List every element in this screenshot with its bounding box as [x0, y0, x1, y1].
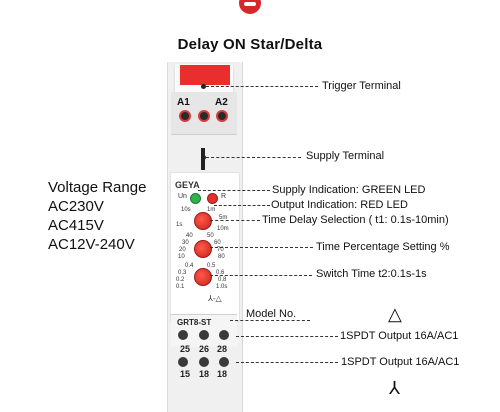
dial2-mark-70: 70 [217, 247, 224, 253]
output-indication-label: Output Indication: RED LED [271, 199, 408, 211]
callout-line-switch-time [210, 275, 312, 276]
output-screw-6 [219, 357, 229, 367]
page-title: Delay ON Star/Delta [177, 36, 323, 53]
dial3-mark-1.0s: 1.0s [216, 284, 228, 290]
terminal-number-25: 25 [180, 344, 191, 354]
terminal-label-a2: A2 [215, 97, 228, 108]
terminal-label-a1: A1 [177, 97, 190, 108]
callout-line-supply-indication [198, 190, 270, 191]
callout-line-output1 [236, 336, 338, 337]
dial3-mark-0.2: 0.2 [176, 277, 185, 283]
output-screw-5 [199, 357, 209, 367]
callout-dot-trigger [201, 84, 206, 89]
relay-red-tab [180, 65, 230, 85]
delta-icon: △ [388, 304, 402, 324]
switch-time-knob[interactable] [194, 268, 212, 286]
terminal-screw-middle [198, 110, 210, 122]
dial3-mark-0.8: 0.8 [218, 277, 227, 283]
output-screw-3 [219, 330, 229, 340]
dial2-mark-50: 50 [207, 233, 214, 239]
dial3-mark-0.6: 0.6 [216, 270, 225, 276]
terminal-number-28: 28 [217, 344, 228, 354]
terminal-number-18a: 18 [199, 369, 210, 379]
callout-line-output2 [236, 362, 338, 363]
voltage-range-heading: Voltage Range [48, 179, 147, 196]
dial3-mark-0.1: 0.1 [176, 284, 185, 290]
output-screw-4 [178, 357, 188, 367]
led-un-label: Un [178, 193, 187, 200]
voltage-value-2: AC415V [48, 217, 104, 234]
supply-indication-label: Supply Indication: GREEN LED [272, 184, 426, 196]
dial2-mark-30: 30 [182, 240, 189, 246]
model-no-label: Model No. [246, 308, 297, 320]
callout-dot-supply [201, 155, 206, 160]
time-percentage-knob[interactable] [194, 240, 212, 258]
callout-line-model [230, 320, 310, 321]
dial2-mark-60: 60 [214, 240, 221, 246]
dial1-mark-10m: 10m [217, 226, 229, 232]
dial3-mark-0.5: 0.5 [207, 263, 216, 269]
output1-label: 1SPDT Output 16A/AC1 [340, 330, 459, 342]
dial2-mark-10: 10 [178, 254, 185, 260]
output-screw-2 [199, 330, 209, 340]
time-percentage-label: Time Percentage Setting % [316, 241, 450, 253]
callout-line-time-delay [210, 220, 260, 221]
red-led-icon [207, 193, 218, 204]
voltage-value-1: AC230V [48, 198, 104, 215]
dial1-mark-1m: 1m [207, 207, 216, 213]
terminal-screw-a1 [179, 110, 191, 122]
terminal-number-18b: 18 [217, 369, 228, 379]
callout-line-supply [206, 157, 301, 158]
star-icon: ⅄ [389, 378, 400, 398]
callout-line-trigger [206, 86, 318, 87]
dial2-mark-80: 80 [218, 254, 225, 260]
supply-terminal-label: Supply Terminal [306, 150, 385, 162]
time-delay-knob[interactable] [194, 212, 212, 230]
terminal-number-15: 15 [180, 369, 191, 379]
voltage-value-3: AC12V-240V [48, 236, 135, 253]
trigger-terminal-label: Trigger Terminal [322, 80, 401, 92]
brand-label: GEYA [175, 180, 200, 190]
callout-line-output-indication [214, 205, 270, 206]
dial3-mark-0.3: 0.3 [178, 270, 187, 276]
dial1-mark-5m: 5m [219, 215, 228, 221]
green-led-icon [190, 193, 201, 204]
dial2-mark-40: 40 [186, 233, 193, 239]
output-screw-1 [178, 330, 188, 340]
brand-logo-partial [239, 0, 261, 14]
dial1-mark-10s: 10s [181, 207, 191, 213]
time-delay-label: Time Delay Selection ( t1: 0.1s-10min) [262, 214, 449, 226]
model-number: GRT8-ST [177, 318, 212, 327]
dial2-mark-20: 20 [179, 247, 186, 253]
terminal-number-26: 26 [199, 344, 210, 354]
callout-line-time-percentage [210, 247, 313, 248]
star-delta-symbol: ⅄-△ [208, 294, 222, 303]
switch-time-label: Switch Time t2:0.1s-1s [316, 268, 427, 280]
dial1-mark-1s: 1s [176, 222, 183, 228]
led-r-label: R [221, 193, 227, 200]
terminal-screw-a2 [216, 110, 228, 122]
dial3-mark-0.4: 0.4 [185, 263, 194, 269]
output2-label: 1SPDT Output 16A/AC1 [341, 356, 460, 368]
